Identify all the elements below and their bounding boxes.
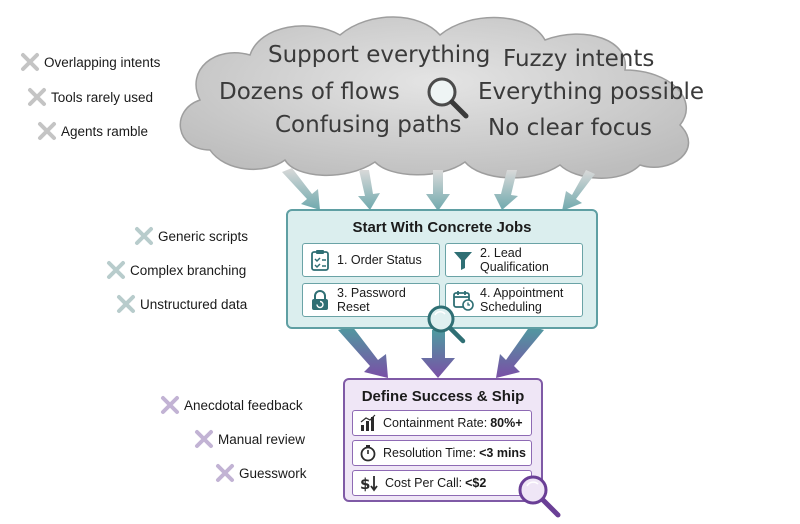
funnel-icon	[454, 252, 472, 270]
concrete-jobs-box: Start With Concrete Jobs 1. Order Status…	[286, 209, 598, 329]
concrete-jobs-title: Start With Concrete Jobs	[352, 219, 532, 236]
metric-label: Containment Rate:	[383, 416, 488, 430]
issue-label: Anecdotal feedback	[184, 397, 303, 413]
define-success-title: Define Success & Ship	[361, 388, 525, 405]
cloud-to-jobs-arrows	[282, 168, 595, 211]
issue-label: Unstructured data	[140, 296, 248, 312]
issue-label: Manual review	[218, 431, 306, 447]
magnifier-icon	[518, 475, 561, 518]
x-mark-icon	[28, 88, 46, 106]
metric-label: Resolution Time:	[383, 446, 477, 460]
issue-item: Unstructured data	[116, 294, 247, 314]
calendar-clock-icon	[453, 291, 474, 311]
define-success-box: Define Success & Ship Containment Rate:8…	[343, 378, 543, 502]
lock-refresh-icon	[312, 290, 328, 310]
cloud-phrase: Confusing paths	[275, 112, 462, 138]
cloud-phrase: Fuzzy intents	[503, 46, 655, 72]
clipboard-checklist-icon	[311, 250, 329, 271]
x-mark-icon	[195, 430, 213, 448]
issue-item: Overlapping intents	[20, 52, 160, 72]
issue-label: Complex branching	[130, 262, 247, 278]
cloud-phrase: No clear focus	[488, 115, 653, 141]
issue-item: Guesswork	[215, 463, 307, 483]
issue-label: Tools rarely used	[51, 89, 154, 105]
issue-label: Agents ramble	[61, 123, 149, 139]
x-mark-icon	[161, 396, 179, 414]
cloud-phrase: Dozens of flows	[219, 79, 400, 105]
metric-value: <$2	[465, 476, 487, 490]
magnifier-icon	[427, 305, 466, 344]
job-label: 4. Appointment Scheduling	[480, 286, 564, 314]
dollar-down-icon: $	[360, 475, 378, 492]
jobs-to-success-arrows	[338, 326, 544, 378]
issue-label: Overlapping intents	[44, 54, 161, 70]
issue-item: Anecdotal feedback	[160, 395, 303, 415]
metric-containment-rate: Containment Rate:80%+	[352, 410, 532, 436]
x-mark-icon	[216, 464, 234, 482]
job-lead-qualification: 2. Lead Qualification	[445, 243, 583, 277]
magnifier-icon	[427, 77, 469, 119]
stopwatch-icon	[360, 445, 376, 462]
metric-value: 80%+	[490, 416, 523, 430]
issue-label: Guesswork	[239, 465, 307, 481]
metric-cost-per-call: $ Cost Per Call:<$2	[352, 470, 532, 496]
x-mark-icon	[107, 261, 125, 279]
job-label: 1. Order Status	[337, 253, 422, 267]
issue-item: Agents ramble	[37, 121, 148, 141]
x-mark-icon	[21, 53, 39, 71]
job-label: 2. Lead Qualification	[480, 246, 549, 274]
svg-text:$: $	[360, 475, 370, 492]
job-order-status: 1. Order Status	[302, 243, 440, 277]
x-mark-icon	[117, 295, 135, 313]
bar-chart-icon	[360, 414, 376, 431]
issue-label: Generic scripts	[158, 228, 249, 244]
job-password-reset: 3. Password Reset	[302, 283, 440, 317]
metric-label: Cost Per Call:	[385, 476, 463, 490]
job-appointment-scheduling: 4. Appointment Scheduling	[445, 283, 583, 317]
cloud-phrase: Everything possible	[478, 79, 705, 105]
metric-value: <3 mins	[479, 446, 527, 460]
issue-item: Complex branching	[106, 260, 246, 280]
cloud-phrase: Support everything	[268, 42, 491, 68]
metric-resolution-time: Resolution Time:<3 mins	[352, 440, 532, 466]
x-mark-icon	[38, 122, 56, 140]
x-mark-icon	[135, 227, 153, 245]
issue-item: Generic scripts	[134, 226, 248, 246]
issue-item: Manual review	[194, 429, 305, 449]
issue-item: Tools rarely used	[27, 87, 153, 107]
job-label: 3. Password Reset	[337, 286, 406, 314]
